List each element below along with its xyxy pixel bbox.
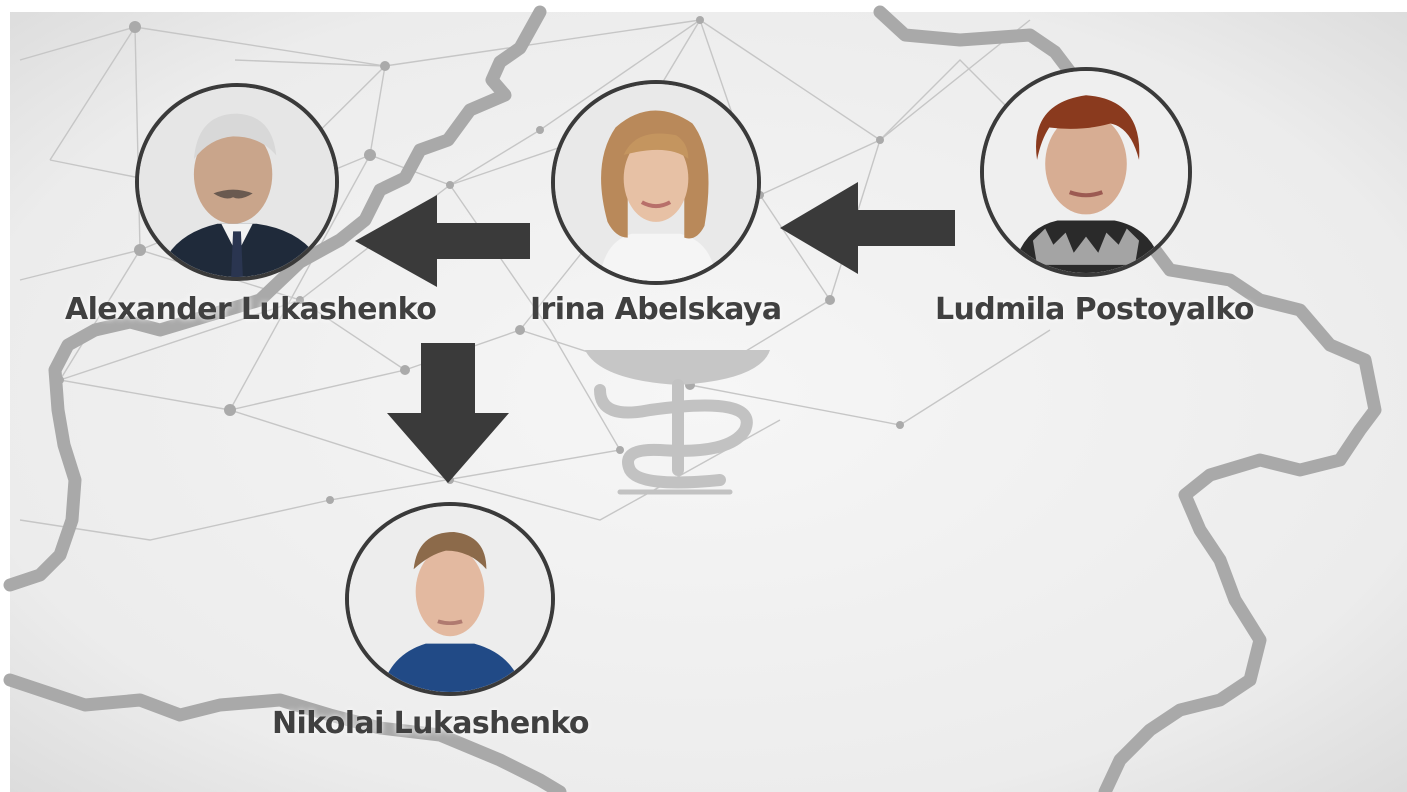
label-nikolai-lukashenko: Nikolai Lukashenko <box>272 706 590 741</box>
portrait-irina-abelskaya <box>551 80 761 285</box>
portrait-alexander-lukashenko <box>135 83 339 281</box>
young-man-portrait-icon <box>349 506 551 692</box>
portrait-nikolai-lukashenko <box>345 502 555 696</box>
bowl-and-serpent-icon <box>585 350 770 495</box>
arrow-alexander-to-nikolai <box>387 343 509 483</box>
woman-portrait-icon <box>984 71 1188 273</box>
arrow-ludmila-to-irina <box>780 182 955 274</box>
portrait-ludmila-postoyalko <box>980 67 1192 277</box>
woman-portrait-icon <box>555 84 757 281</box>
label-alexander-lukashenko: Alexander Lukashenko <box>65 292 437 327</box>
label-irina-abelskaya: Irina Abelskaya <box>530 292 782 327</box>
man-portrait-icon <box>139 87 335 277</box>
label-ludmila-postoyalko: Ludmila Postoyalko <box>935 292 1255 327</box>
arrow-irina-to-alexander <box>355 195 530 287</box>
